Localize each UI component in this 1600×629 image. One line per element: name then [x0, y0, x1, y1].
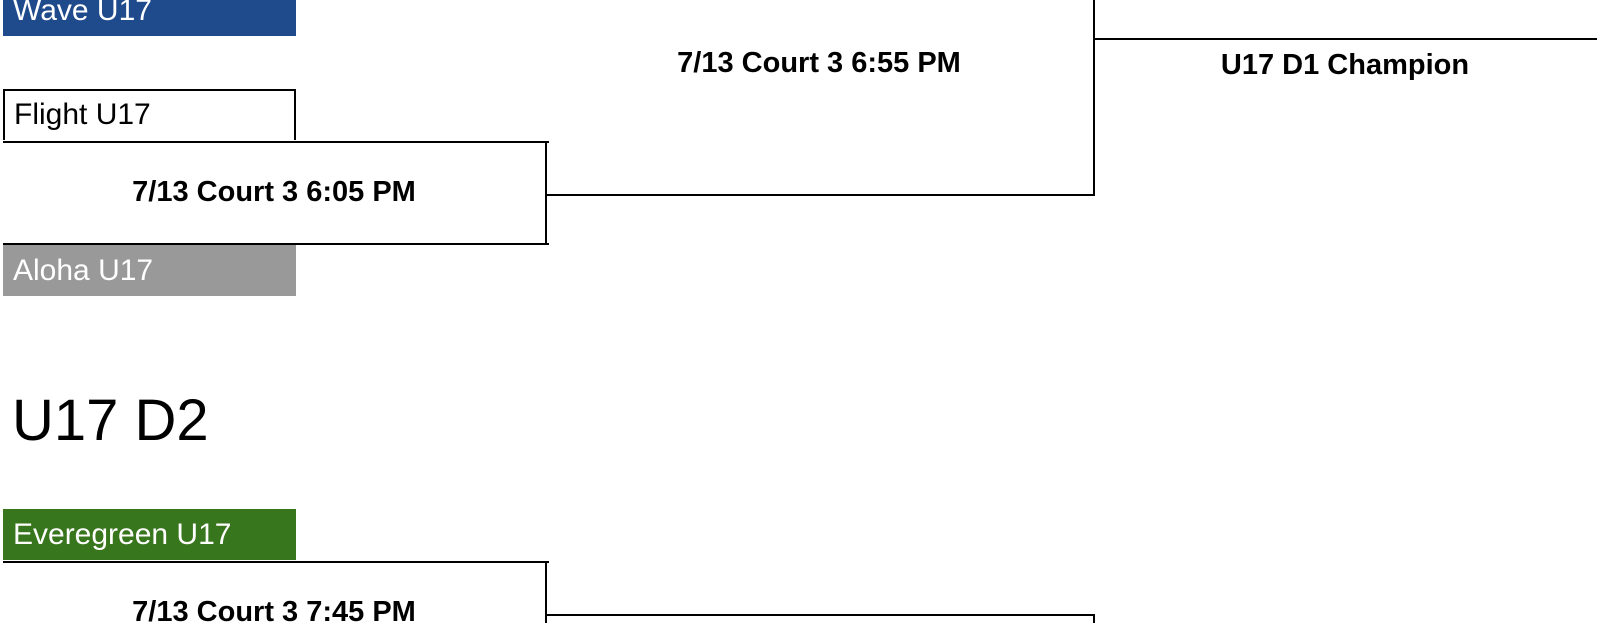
team-slot-wave: Wave U17	[3, 0, 296, 36]
match-connector	[1093, 0, 1095, 196]
match-connector	[545, 614, 1095, 616]
match-connector	[3, 561, 549, 563]
match-connector	[3, 141, 549, 143]
champion-label: U17 D1 Champion	[1220, 49, 1470, 81]
match-label-d2-semifinal: 7/13 Court 3 7:45 PM	[132, 596, 416, 628]
match-label-d1-semifinal: 7/13 Court 3 6:05 PM	[132, 176, 416, 208]
match-label-d1-final: 7/13 Court 3 6:55 PM	[677, 47, 961, 79]
team-slot-evergreen: Everegreen U17	[3, 509, 296, 560]
match-connector	[3, 243, 549, 245]
match-connector	[545, 194, 1095, 196]
team-slot-flight: Flight U17	[3, 89, 296, 140]
team-slot-aloha: Aloha U17	[3, 245, 296, 296]
match-connector	[545, 561, 547, 623]
match-connector	[1093, 38, 1597, 40]
division-title: U17 D2	[12, 388, 209, 453]
match-connector	[545, 141, 547, 245]
match-connector	[1093, 614, 1095, 623]
